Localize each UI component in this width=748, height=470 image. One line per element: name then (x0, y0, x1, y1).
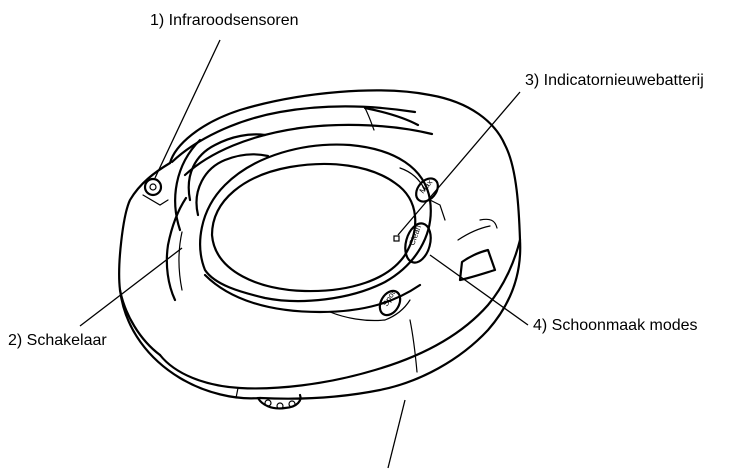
leader-line-battery (397, 91, 521, 236)
clean-button-label: Clean (407, 224, 423, 247)
robot-outer-shell (118, 89, 522, 410)
callout-infrared-sensors: 1) Infraroodsensoren (150, 12, 299, 29)
callout-battery-indicator: 3) Indicatornieuwebatterij (525, 72, 704, 89)
infrared-sensor (142, 177, 169, 206)
leader-line-modes (429, 254, 529, 326)
callout-switch: 2) Schakelaar (8, 332, 107, 349)
spot-button-drawing: Spot (378, 289, 402, 317)
callout-cleaning-modes: 4) Schoonmaak modes (533, 317, 698, 334)
robot-top-cover (165, 105, 446, 322)
leader-line-infrared (154, 39, 221, 179)
leader-line-switch (79, 247, 183, 327)
max-button-label: Max (418, 178, 435, 195)
battery-indicator-light (393, 235, 400, 242)
leader-line-bumper (387, 399, 406, 469)
